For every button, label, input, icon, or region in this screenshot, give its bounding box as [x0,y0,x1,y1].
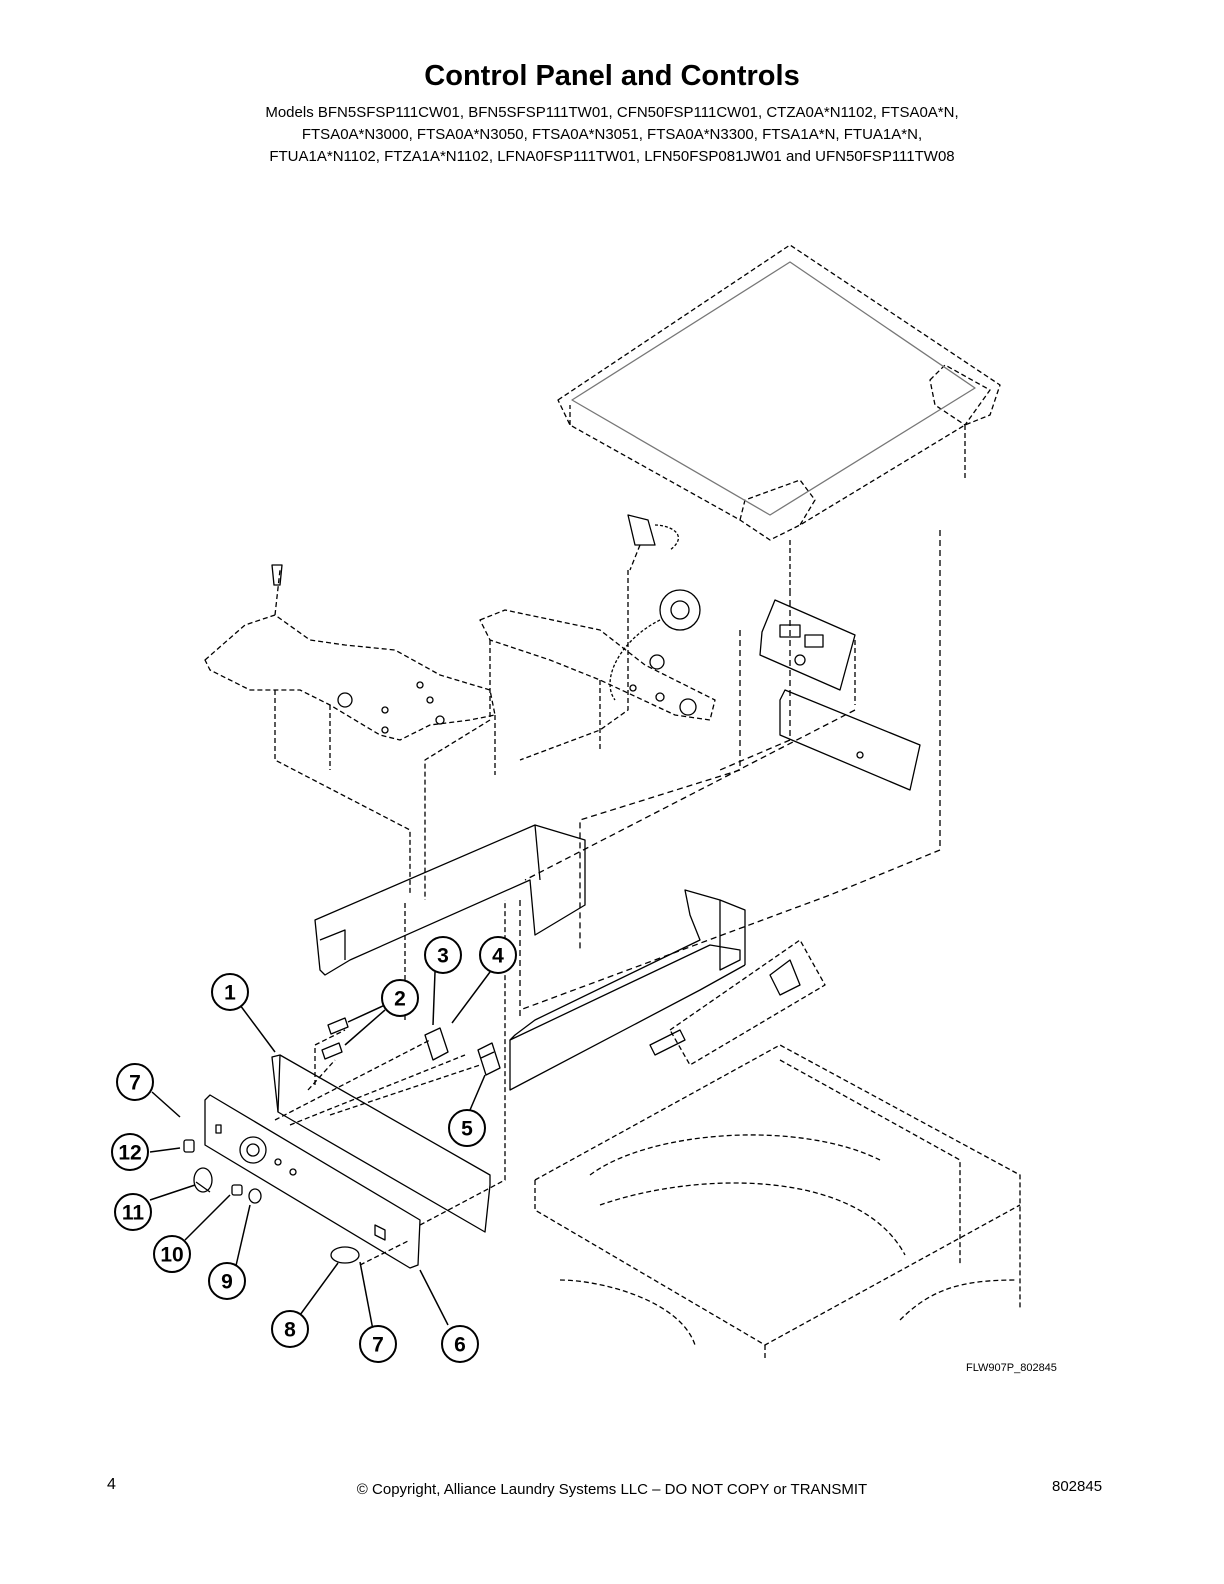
washer-cabinet [534,1044,1021,1360]
plate-holes [337,681,445,734]
control-board [759,599,856,705]
bracket-holes [629,684,697,716]
part-10-button [231,1184,243,1196]
callout-circles [111,936,517,1363]
figure-code: FLW907P_802845 [966,1362,1057,1374]
callout-1: 1 [224,982,236,1005]
callout-9-circle [208,1262,246,1300]
callout-leaders [149,971,491,1331]
console-back-plate [271,1054,491,1233]
cover-inner-edge [571,261,976,516]
callout-10-circle [153,1235,191,1273]
document-number: 802845 [1052,1478,1103,1495]
callout-8: 8 [284,1319,296,1342]
callout-5: 5 [461,1118,473,1141]
timer-dial [609,589,701,701]
models-line-2: FTSA0A*N3000, FTSA0A*N3050, FTSA0A*N3051… [301,126,923,143]
console-cover [557,244,1001,590]
copyright-notice: © Copyright, Alliance Laundry Systems LL… [356,1481,868,1498]
callout-3-circle [424,936,462,974]
side-knob [649,959,801,1056]
callout-4-circle [479,936,517,974]
callout-3: 3 [437,945,449,968]
part-12-button [183,1139,195,1153]
board-cover-plate [779,689,921,791]
right-side-panel [669,939,826,1066]
callout-7a: 7 [129,1072,141,1095]
front-control-panel [204,1094,421,1269]
callout-7b-circle [359,1325,397,1363]
callout-7a-circle [116,1063,154,1101]
callout-2-circle [381,979,419,1017]
callout-1-circle [211,973,249,1011]
panel-guide-lines [274,900,506,1266]
plate-screw [271,564,283,586]
part-3-switch [424,1027,449,1061]
part-8-badge [330,1246,360,1264]
callout-12-circle [111,1133,149,1171]
callout-9: 9 [221,1271,233,1294]
models-list: Models BFN5SFSP111CW01, BFN5SFSP111TW01,… [150,102,1074,168]
part-11-knob [193,1167,213,1193]
callout-10: 10 [160,1244,183,1267]
left-mounting-plate [204,569,496,895]
part-9-lens [248,1188,262,1204]
callout-6-circle [441,1325,479,1363]
callout-5-circle [448,1109,486,1147]
right-console-bracket [509,889,746,1091]
callout-11: 11 [122,1202,145,1225]
callout-labels: 1 2 3 4 5 6 7 7 8 9 10 11 12 [118,945,504,1357]
left-console-panel [314,824,586,976]
callout-12: 12 [118,1142,141,1165]
page-title: Control Panel and Controls [424,60,800,92]
center-bracket [424,609,716,900]
models-line-1: Models BFN5SFSP111CW01, BFN5SFSP111TW01,… [265,104,959,121]
callout-11-circle [114,1193,152,1231]
models-line-3: FTUA1A*N1102, FTZA1A*N1102, LFNA0FSP111T… [269,148,955,165]
small-switch-assembly [519,514,679,761]
callout-7b: 7 [372,1334,384,1357]
callout-8-circle [271,1310,309,1348]
callout-6: 6 [454,1334,466,1357]
callout-2: 2 [394,988,406,1011]
page-number: 4 [107,1476,116,1493]
part-5-switch [477,1042,501,1076]
callout-4: 4 [492,945,504,968]
rear-guide-lines [519,530,941,1020]
part-2-lamps [321,1017,349,1060]
